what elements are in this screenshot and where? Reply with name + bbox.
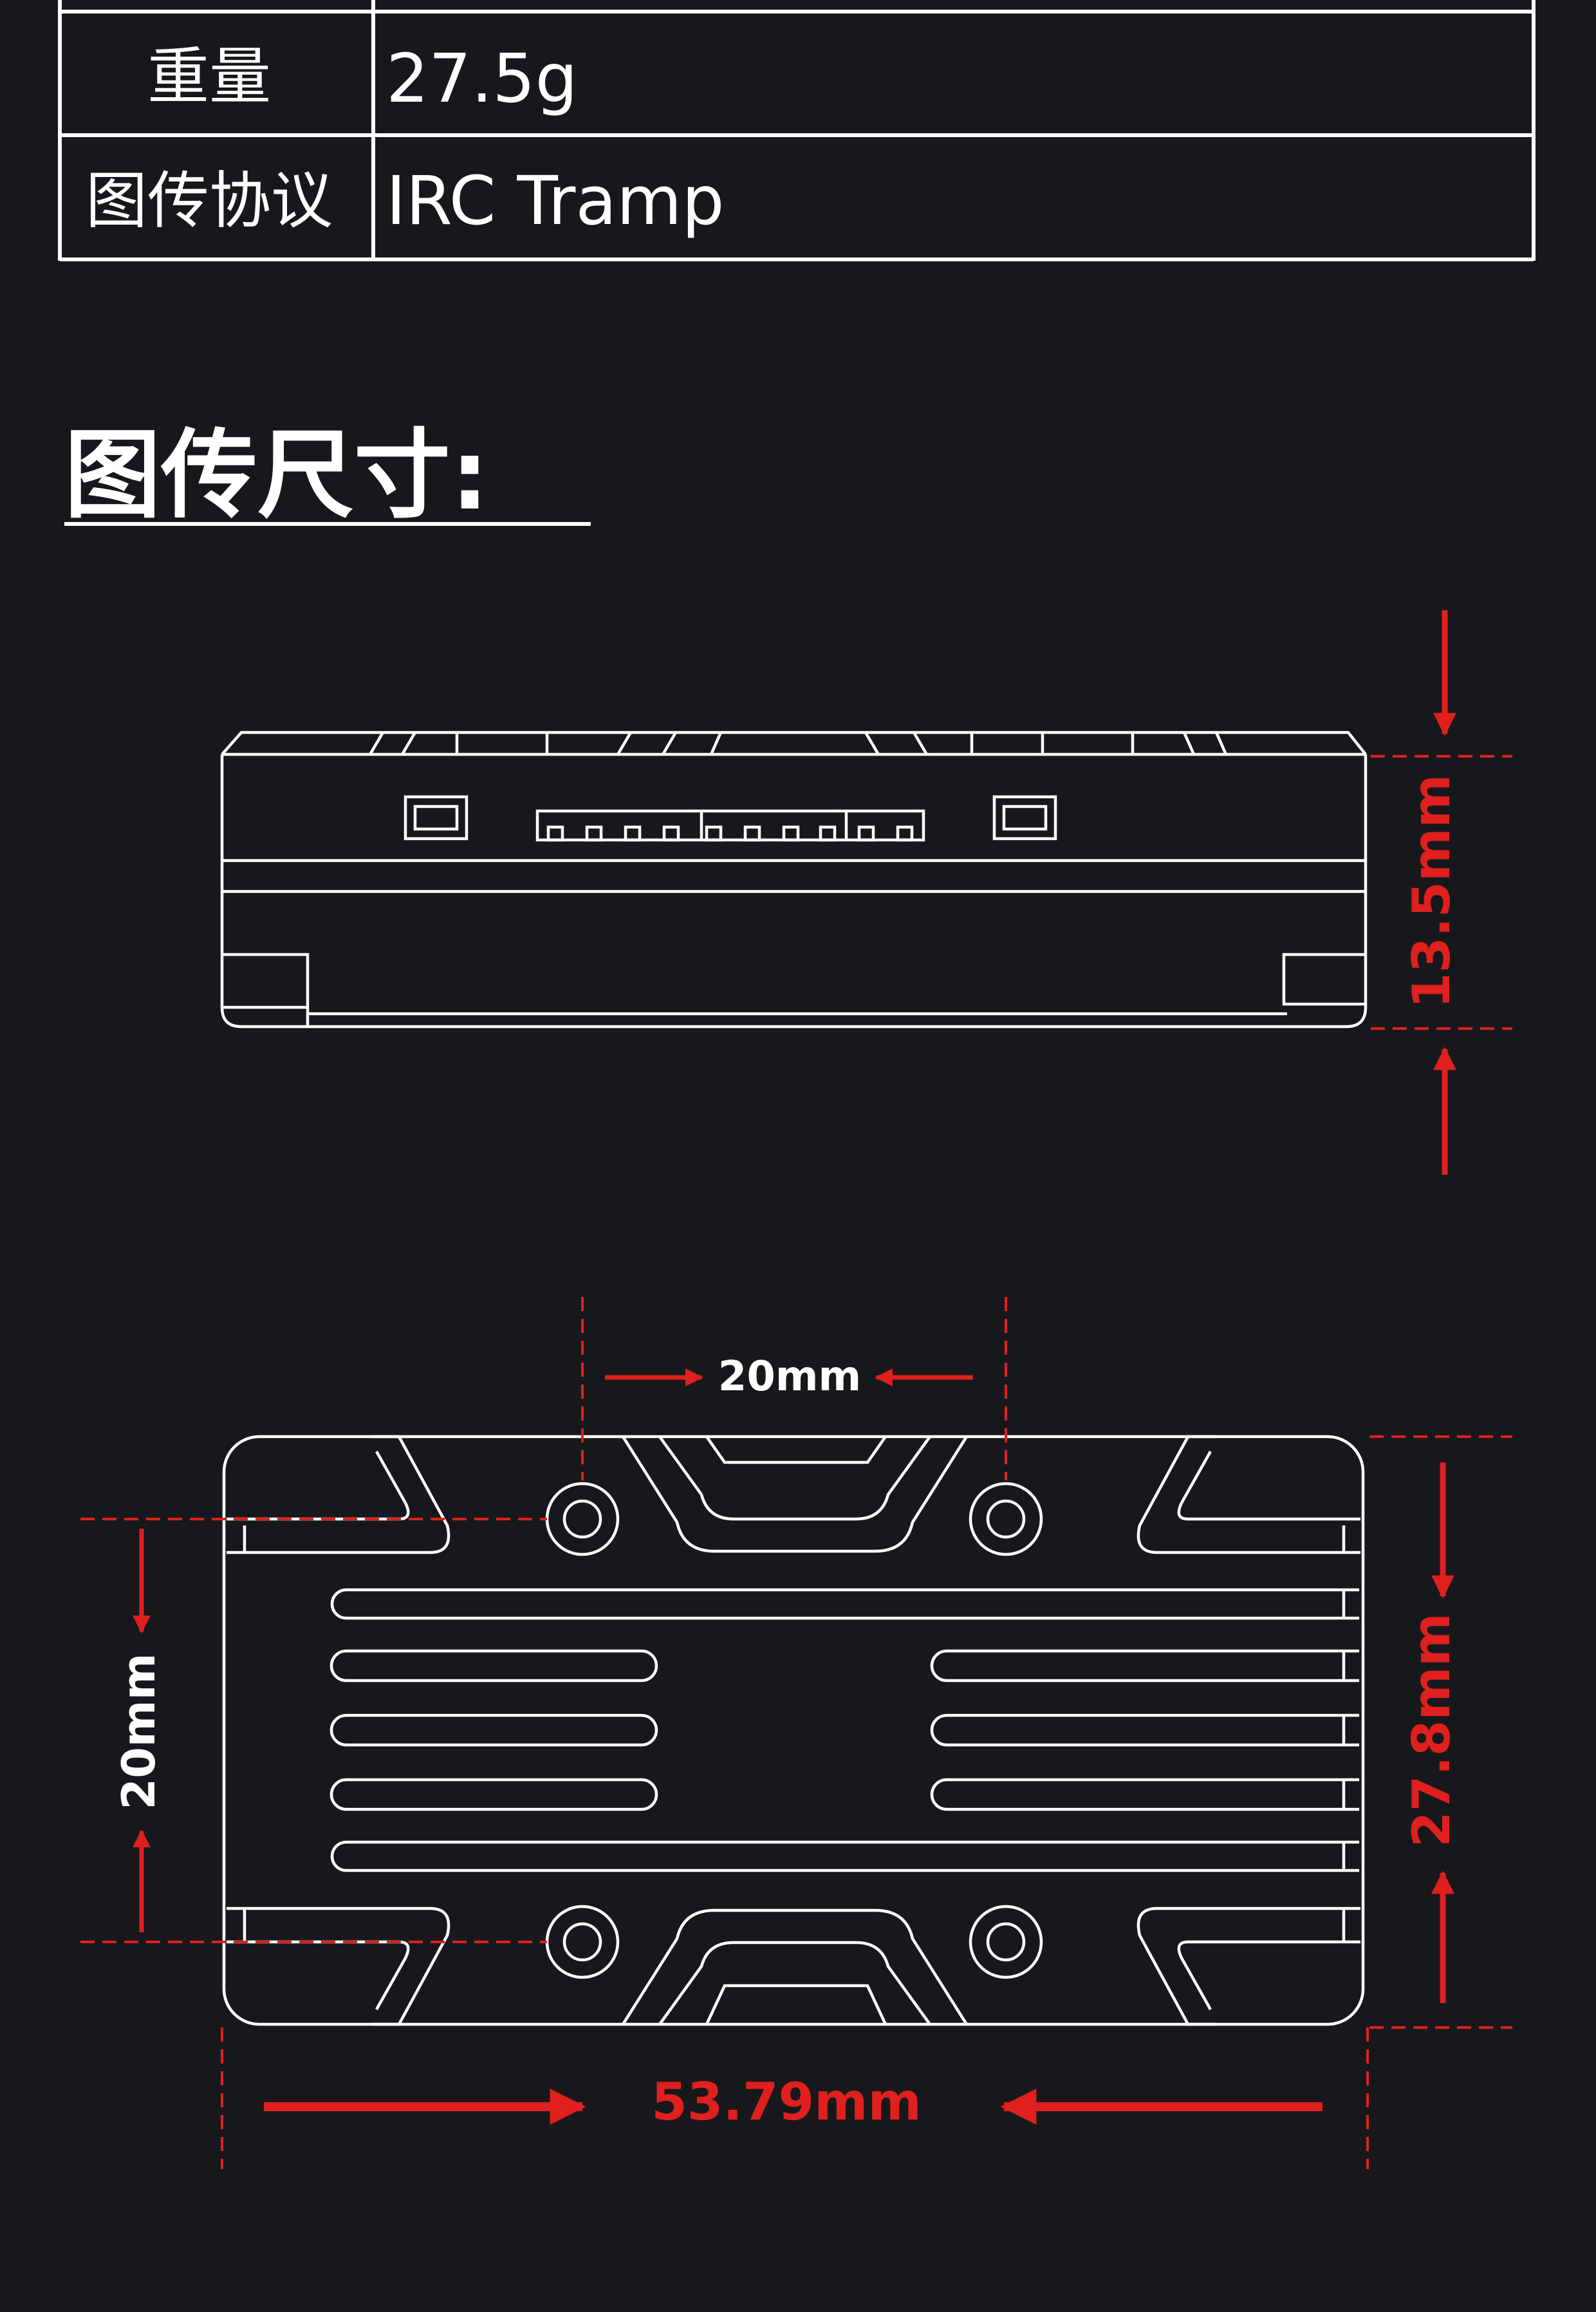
spec-label-protocol: 图传协议 xyxy=(86,165,333,237)
depth-label: 27.8mm xyxy=(1402,1613,1461,1847)
top-view-dimensions xyxy=(80,1297,1512,2169)
side-height-dimension xyxy=(1371,610,1512,1175)
width-label: 53.79mm xyxy=(651,2072,922,2132)
spec-value-protocol: IRC Tramp xyxy=(386,162,724,240)
left-hole-spacing-label: 20mm xyxy=(113,1653,165,1809)
side-view-drawing xyxy=(220,731,1368,1029)
spec-table xyxy=(58,0,1536,261)
section-title: 图传尺寸: xyxy=(64,420,489,532)
top-hole-spacing-label: 20mm xyxy=(718,1353,861,1401)
spec-value-weight: 27.5g xyxy=(386,39,578,118)
top-view-drawing xyxy=(222,1435,1365,2026)
side-height-label: 13.5mm xyxy=(1402,774,1461,1009)
spec-label-weight: 重量 xyxy=(147,41,271,113)
